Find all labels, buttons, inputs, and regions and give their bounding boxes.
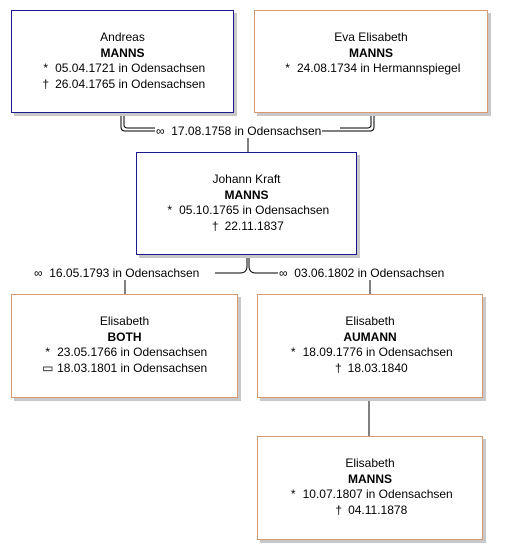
birth-icon: * xyxy=(167,203,173,217)
death-event: † 26.04.1765 in Odensachsen xyxy=(12,77,233,93)
surname: AUMANN xyxy=(343,329,397,344)
birth-icon: * xyxy=(290,487,296,501)
person-box-johann[interactable]: Johann Kraft MANNS * 05.10.1765 in Odens… xyxy=(136,152,357,255)
person-box-andreas[interactable]: Andreas MANNS * 05.04.1721 in Odensachse… xyxy=(11,10,234,113)
marriage-text: 16.05.1793 in Odensachsen xyxy=(49,266,200,280)
connector-andreas xyxy=(120,113,249,132)
given-name: Elisabeth xyxy=(99,314,150,328)
birth-event: * 05.10.1765 in Odensachsen xyxy=(137,203,356,219)
person-box-both[interactable]: Elisabeth BOTH * 23.05.1766 in Odensachs… xyxy=(11,294,238,398)
burial-text: 18.03.1801 in Odensachsen xyxy=(57,360,208,375)
given-name: Andreas xyxy=(100,30,145,44)
birth-text: 10.07.1807 in Odensachsen xyxy=(302,487,453,501)
birth-icon: * xyxy=(45,345,51,359)
birth-text: 18.09.1776 in Odensachsen xyxy=(302,345,453,359)
birth-icon: * xyxy=(43,61,49,75)
given-name: Elisabeth xyxy=(345,314,395,328)
surname: MANNS xyxy=(100,45,145,60)
person-box-eva[interactable]: Eva Elisabeth MANNS * 24.08.1734 in Herm… xyxy=(254,10,488,113)
death-text: 26.04.1765 in Odensachsen xyxy=(55,76,206,91)
birth-icon: * xyxy=(285,61,290,75)
birth-text: 05.10.1765 in Odensachsen xyxy=(179,203,330,217)
birth-text: 23.05.1766 in Odensachsen xyxy=(57,345,208,359)
death-event: † 18.03.1840 xyxy=(258,361,482,377)
surname: MANNS xyxy=(349,45,393,60)
birth-event: * 10.07.1807 in Odensachsen xyxy=(258,487,482,503)
burial-icon: ▭ xyxy=(42,360,54,375)
connector-eva xyxy=(249,113,375,132)
surname: BOTH xyxy=(107,329,142,344)
marriage-icon: ∞ xyxy=(34,266,43,280)
connector-johann-down xyxy=(215,255,248,274)
given-name: Johann Kraft xyxy=(212,172,281,186)
death-text: 04.11.1878 xyxy=(348,502,408,517)
marriage-label-first: ∞ 16.05.1793 in Odensachsen xyxy=(33,266,201,280)
birth-text: 05.04.1721 in Odensachsen xyxy=(55,61,206,75)
surname: MANNS xyxy=(224,187,269,202)
death-event: † 04.11.1878 xyxy=(258,503,482,519)
death-event: † 22.11.1837 xyxy=(137,219,356,235)
death-text: 22.11.1837 xyxy=(224,218,284,233)
death-text: 18.03.1840 xyxy=(347,360,408,375)
given-name: Elisabeth xyxy=(345,456,395,470)
marriage-icon: ∞ xyxy=(279,266,288,280)
death-icon: † xyxy=(211,218,219,233)
death-icon: † xyxy=(42,76,50,91)
surname: MANNS xyxy=(348,471,392,486)
marriage-text: 03.06.1802 in Odensachsen xyxy=(294,266,445,280)
birth-text: 24.08.1734 in Hermannspiegel xyxy=(296,61,461,75)
marriage-label-second: ∞ 03.06.1802 in Odensachsen xyxy=(278,266,446,280)
birth-event: * 24.08.1734 in Hermannspiegel xyxy=(255,61,487,77)
birth-icon: * xyxy=(290,345,296,359)
connector-johann-down-2 xyxy=(248,255,278,274)
death-icon: † xyxy=(334,360,342,375)
marriage-label-parents: ∞ 17.08.1758 in Odensachsen xyxy=(155,124,323,138)
birth-event: * 18.09.1776 in Odensachsen xyxy=(258,345,482,361)
connector-eva-inner xyxy=(340,113,372,129)
marriage-icon: ∞ xyxy=(156,124,165,138)
birth-event: * 23.05.1766 in Odensachsen xyxy=(12,345,237,361)
given-name: Eva Elisabeth xyxy=(334,30,408,44)
marriage-text: 17.08.1758 in Odensachsen xyxy=(171,124,322,138)
birth-event: * 05.04.1721 in Odensachsen xyxy=(12,61,233,77)
person-box-daughter[interactable]: Elisabeth MANNS * 10.07.1807 in Odensach… xyxy=(257,436,483,540)
connector-andreas-inner xyxy=(123,113,155,129)
death-icon: † xyxy=(335,502,343,517)
burial-event: ▭ 18.03.1801 in Odensachsen xyxy=(12,361,237,377)
person-box-aumann[interactable]: Elisabeth AUMANN * 18.09.1776 in Odensac… xyxy=(257,294,483,398)
